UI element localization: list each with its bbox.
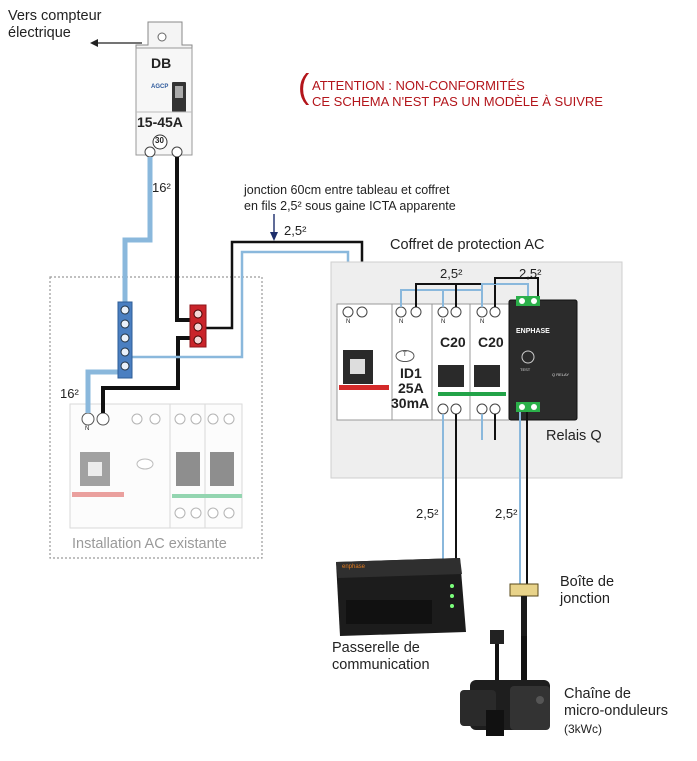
meter-arrow-head	[90, 39, 98, 47]
id-line-3: 30mA	[391, 395, 430, 411]
existing-install-frame	[49, 276, 263, 559]
breaker-2-label: C20	[478, 334, 504, 350]
wire-section-16-bottom: 16²	[60, 386, 79, 401]
bridge-blue	[400, 289, 483, 307]
coffret-bottom-terminals	[437, 403, 501, 415]
relay-test: TEST	[520, 367, 531, 372]
id-line-2: 25A	[398, 380, 424, 396]
gateway-label: Passerelle de communication	[332, 640, 430, 673]
blue-wire-db	[122, 157, 153, 302]
junction-arrow-head	[270, 232, 278, 241]
junction-note: jonction 60cm entre tableau et coffret e…	[244, 183, 456, 213]
micro-inverters	[460, 630, 550, 736]
terminal-n-existing: N	[85, 426, 90, 432]
coffret-top-terminals	[342, 306, 501, 318]
id-switch-body	[339, 350, 415, 390]
wire-section-junction: 2,5²	[284, 223, 307, 238]
db-sensitivity: 30	[155, 136, 164, 145]
gateway-device	[336, 558, 466, 636]
breaker-2-body	[472, 365, 506, 396]
existing-install-label: Installation AC existante	[72, 536, 227, 552]
meter-label: Vers compteur électrique	[8, 8, 102, 41]
relay-label: Relais Q	[546, 428, 602, 444]
gateway-brand: enphase	[342, 564, 366, 570]
junction-box-label: Boîte de jonction	[560, 574, 615, 607]
db-brand: AGCP	[151, 84, 169, 90]
breaker-1-label: C20	[440, 334, 466, 350]
relay-feed-black	[494, 277, 539, 300]
coffret-title: Coffret de protection AC	[390, 237, 545, 253]
junction-box	[509, 583, 539, 636]
existing-terminal-n	[81, 412, 95, 426]
db-title: DB	[151, 55, 172, 71]
db-breaker-body	[135, 21, 193, 158]
db-rating: 15-45A	[137, 114, 183, 130]
terminal-n-1: N	[346, 319, 351, 325]
id-test-button: T	[403, 352, 407, 358]
terminal-n-3: N	[441, 319, 446, 325]
blue-wire-coffret	[128, 250, 350, 359]
existing-terminal-l	[96, 412, 110, 426]
blue-distribution-bar	[117, 301, 133, 379]
blue-wire-existing	[85, 369, 125, 413]
relay-feed-blue	[481, 283, 529, 300]
breaker-1-body	[438, 365, 472, 396]
warning-line-1: ATTENTION : NON-CONFORMITÉS	[312, 78, 525, 93]
relay-name: Q RELAY	[552, 372, 570, 377]
existing-panel	[69, 403, 243, 529]
warning-line-2: CE SCHEMA N'EST PAS UN MODÈLE À SUIVRE	[312, 94, 603, 109]
wire-section-16-top: 16²	[152, 180, 171, 195]
relay-brand: ENPHASE	[516, 328, 550, 335]
red-distribution-bar	[189, 304, 207, 348]
micro-chain-power: (3kWc)	[564, 722, 602, 736]
black-wire-db	[175, 157, 192, 322]
wire-section-breakers: 2,5²	[440, 266, 463, 281]
q-relay-body	[508, 296, 578, 421]
micro-chain-label: Chaîne de micro-onduleurs	[564, 686, 668, 719]
wire-section-gateway: 2,5²	[416, 506, 439, 521]
warning-bracket: (	[298, 68, 310, 106]
wire-section-relay: 2,5²	[519, 266, 542, 281]
terminal-n-2: N	[399, 319, 404, 325]
wire-section-chain: 2,5²	[495, 506, 518, 521]
id-line-1: ID1	[400, 365, 422, 381]
terminal-n-4: N	[480, 319, 485, 325]
black-wire-existing	[101, 336, 192, 413]
